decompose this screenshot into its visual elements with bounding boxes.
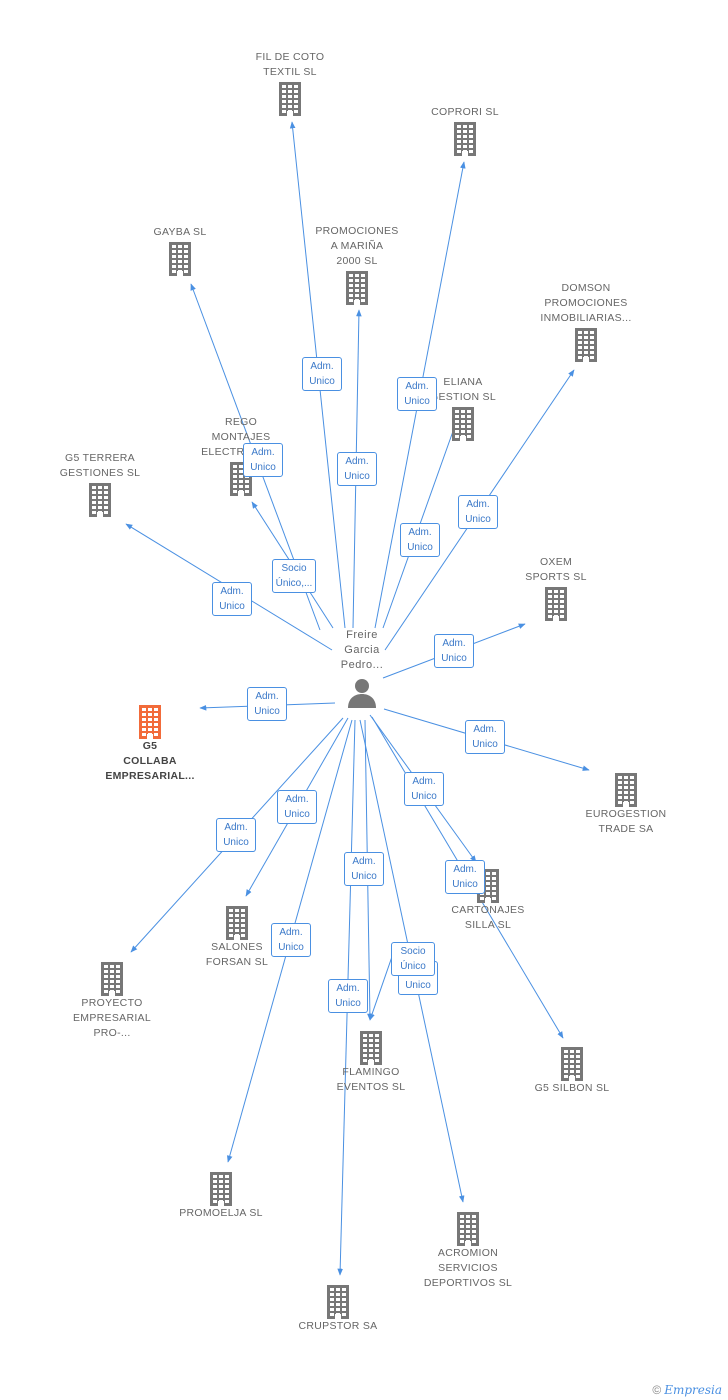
- company-label: OXEM SPORTS SL: [525, 556, 587, 583]
- relation-label-proyecto[interactable]: Adm. Unico: [216, 818, 256, 852]
- building-icon: [161, 1172, 281, 1206]
- company-node-g5-collaba[interactable]: G5 COLLABA EMPRESARIAL...: [90, 703, 210, 784]
- relation-label-eurogestion[interactable]: Adm. Unico: [465, 720, 505, 754]
- company-node-cartonajes[interactable]: CARTONAJES SILLA SL: [428, 867, 548, 933]
- company-node-salones[interactable]: SALONES FORSAN SL: [177, 904, 297, 970]
- company-node-promociones-a-marina[interactable]: PROMOCIONES A MARIÑA 2000 SL: [297, 224, 417, 305]
- center-person[interactable]: Freire Garcia Pedro...: [330, 628, 394, 709]
- building-icon: [230, 82, 350, 116]
- company-label: SALONES FORSAN SL: [205, 941, 269, 968]
- company-node-g5-silbon[interactable]: G5 SILBON SL: [512, 1045, 632, 1096]
- building-icon: [403, 407, 523, 441]
- company-label: GAYBA SL: [153, 226, 207, 238]
- relation-label-flamingo[interactable]: Socio Único: [391, 942, 435, 976]
- relation-label-gayba[interactable]: Socio Único,...: [272, 559, 316, 593]
- building-icon: [90, 705, 210, 739]
- company-label: CRUPSTOR SA: [298, 1320, 378, 1332]
- relation-label-promoelja[interactable]: Adm. Unico: [271, 923, 311, 957]
- building-icon: [40, 483, 160, 517]
- relation-label-g5-collaba[interactable]: Adm. Unico: [247, 687, 287, 721]
- relation-label-g5-silbon[interactable]: Adm. Unico: [445, 860, 485, 894]
- company-label: FLAMINGO EVENTOS SL: [336, 1066, 406, 1093]
- building-icon: [52, 962, 172, 996]
- company-label: COPRORI SL: [431, 106, 499, 118]
- company-label: FIL DE COTO TEXTIL SL: [255, 51, 325, 78]
- relation-label-rego[interactable]: Adm. Unico: [243, 443, 283, 477]
- brand-logo: ©Empresia: [652, 1383, 722, 1397]
- company-label: EUROGESTION TRADE SA: [585, 808, 667, 835]
- building-icon: [177, 906, 297, 940]
- building-icon: [405, 122, 525, 156]
- building-icon: [120, 242, 240, 276]
- company-node-promoelja[interactable]: PROMOELJA SL: [161, 1170, 281, 1221]
- building-icon: [278, 1285, 398, 1319]
- company-label: PROMOELJA SL: [179, 1207, 263, 1219]
- company-node-eurogestion[interactable]: EUROGESTION TRADE SA: [566, 771, 686, 837]
- company-node-gayba[interactable]: GAYBA SL: [120, 225, 240, 276]
- building-icon: [297, 271, 417, 305]
- relation-label-cartonajes[interactable]: Adm. Unico: [404, 772, 444, 806]
- company-label: REGO MONTAJES ELECTRICOS...: [201, 416, 281, 458]
- building-icon: [181, 462, 301, 496]
- relation-label-fil-de-coto[interactable]: Adm. Unico: [337, 452, 377, 486]
- building-icon: [526, 328, 646, 362]
- relation-label-domson[interactable]: Adm. Unico: [458, 495, 498, 529]
- building-icon: [566, 773, 686, 807]
- company-label: DOMSON PROMOCIONES INMOBILIARIAS...: [540, 282, 632, 324]
- person-icon: [348, 679, 376, 708]
- company-label: G5 TERRERA GESTIONES SL: [59, 452, 141, 479]
- relation-label-g5-terrera[interactable]: Adm. Unico: [212, 582, 252, 616]
- relation-label-eliana[interactable]: Adm. Unico: [400, 523, 440, 557]
- building-icon: [496, 587, 616, 621]
- company-node-coprori[interactable]: COPRORI SL: [405, 105, 525, 156]
- company-label: ACROMION SERVICIOS DEPORTIVOS SL: [423, 1247, 513, 1289]
- building-icon: [512, 1047, 632, 1081]
- company-node-flamingo[interactable]: FLAMINGO EVENTOS SL: [311, 1029, 431, 1095]
- person-name: Freire Garcia Pedro...: [340, 629, 384, 671]
- company-node-oxem[interactable]: OXEM SPORTS SL: [496, 555, 616, 621]
- relation-label-oxem[interactable]: Adm. Unico: [434, 634, 474, 668]
- copyright-mark: ©: [652, 1383, 662, 1397]
- company-label: G5 COLLABA EMPRESARIAL...: [105, 740, 195, 782]
- relation-label-coprori[interactable]: Adm. Unico: [397, 377, 437, 411]
- building-icon: [311, 1031, 431, 1065]
- edge-to-flamingo: [369, 947, 396, 1021]
- building-icon: [408, 1212, 528, 1246]
- company-label: PROMOCIONES A MARIÑA 2000 SL: [315, 225, 399, 267]
- relation-label-flamingo[interactable]: Adm. Unico: [328, 979, 368, 1013]
- company-label: PROYECTO EMPRESARIAL PRO-...: [73, 997, 151, 1039]
- relation-label-promociones-a-marina[interactable]: Adm. Unico: [302, 357, 342, 391]
- company-node-rego[interactable]: REGO MONTAJES ELECTRICOS...: [181, 415, 301, 496]
- company-node-g5-terrera[interactable]: G5 TERRERA GESTIONES SL: [40, 451, 160, 517]
- company-node-eliana[interactable]: ELIANA GESTION SL: [403, 375, 523, 441]
- company-label: CARTONAJES SILLA SL: [451, 904, 525, 931]
- brand-name: Empresia: [664, 1383, 722, 1397]
- company-label: G5 SILBON SL: [534, 1082, 610, 1094]
- company-node-proyecto[interactable]: PROYECTO EMPRESARIAL PRO-...: [52, 960, 172, 1041]
- company-node-domson[interactable]: DOMSON PROMOCIONES INMOBILIARIAS...: [526, 281, 646, 362]
- company-node-acromion[interactable]: ACROMION SERVICIOS DEPORTIVOS SL: [408, 1210, 528, 1291]
- relation-label-salones[interactable]: Adm. Unico: [277, 790, 317, 824]
- relation-label-crupstor[interactable]: Adm. Unico: [344, 852, 384, 886]
- company-node-fil-de-coto[interactable]: FIL DE COTO TEXTIL SL: [230, 50, 350, 116]
- company-label: ELIANA GESTION SL: [429, 376, 496, 403]
- company-node-crupstor[interactable]: CRUPSTOR SA: [278, 1283, 398, 1334]
